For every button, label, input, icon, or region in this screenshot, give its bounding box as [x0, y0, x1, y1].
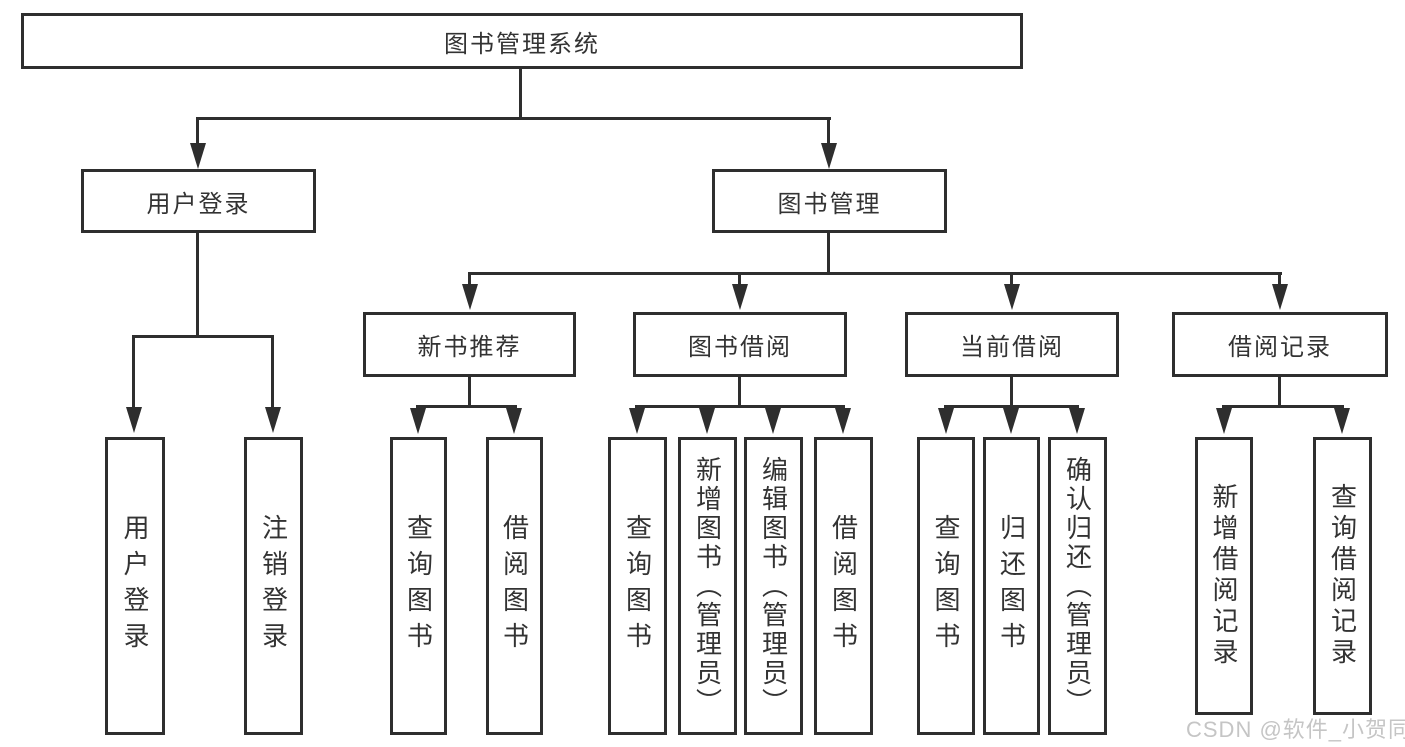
arrow-down-icon	[1216, 408, 1232, 434]
node-book-management-label: 图书管理	[777, 190, 882, 218]
node-book-management: 图书管理	[712, 169, 947, 233]
leaf-query-books-recommend: 查询图书	[390, 437, 447, 735]
arrow-down-icon	[1334, 408, 1350, 434]
connector-line	[196, 233, 199, 337]
leaf-return-books: 归还图书	[983, 437, 1040, 735]
arrow-down-icon	[410, 408, 426, 434]
node-new-book-recommend: 新书推荐	[363, 312, 576, 377]
node-library-system-label: 图书管理系统	[444, 30, 600, 58]
leaf-borrow-books: 借阅图书	[814, 437, 873, 735]
node-current-borrow: 当前借阅	[905, 312, 1119, 377]
connector-line	[468, 377, 471, 408]
connector-line	[271, 335, 274, 409]
connector-line	[132, 335, 135, 409]
connector-line	[519, 69, 522, 119]
connector-line	[1222, 405, 1344, 408]
connector-line	[196, 117, 199, 148]
arrow-down-icon	[190, 143, 206, 169]
csdn-watermark: CSDN @软件_小贺同学	[1186, 717, 1405, 742]
node-current-borrow-label: 当前借阅	[960, 334, 1064, 361]
leaf-logout: 注销登录	[244, 437, 303, 735]
arrow-down-icon	[1003, 408, 1019, 434]
leaf-borrow-books-recommend: 借阅图书	[486, 437, 543, 735]
connector-line	[132, 335, 274, 338]
connector-line	[1278, 272, 1281, 288]
arrow-down-icon	[1069, 408, 1085, 434]
connector-line	[827, 233, 830, 274]
node-book-borrow: 图书借阅	[633, 312, 847, 377]
connector-line	[944, 405, 1079, 408]
connector-line	[738, 377, 741, 408]
node-borrow-records: 借阅记录	[1172, 312, 1388, 377]
arrow-down-icon	[732, 284, 748, 310]
arrow-down-icon	[938, 408, 954, 434]
leaf-user-login: 用户登录	[105, 437, 165, 735]
arrow-down-icon	[699, 408, 715, 434]
leaf-edit-books-admin: 编辑图书（管理员）	[744, 437, 803, 735]
arrow-down-icon	[126, 407, 142, 433]
arrow-down-icon	[1004, 284, 1020, 310]
node-new-book-recommend-label: 新书推荐	[417, 334, 522, 361]
arrow-down-icon	[629, 408, 645, 434]
node-borrow-records-label: 借阅记录	[1228, 334, 1332, 361]
leaf-add-borrow-record: 新增借阅记录	[1195, 437, 1253, 715]
connector-line	[196, 117, 831, 120]
leaf-query-books-current: 查询图书	[917, 437, 975, 735]
node-book-borrow-label: 图书借阅	[688, 334, 792, 361]
connector-line	[635, 405, 845, 408]
node-user-login-label: 用户登录	[146, 190, 251, 218]
connector-line	[468, 272, 471, 288]
arrow-down-icon	[265, 407, 281, 433]
node-library-system: 图书管理系统	[21, 13, 1023, 69]
connector-line	[416, 405, 517, 408]
connector-line	[827, 117, 830, 148]
arrow-down-icon	[506, 408, 522, 434]
arrow-down-icon	[1272, 284, 1288, 310]
arrow-down-icon	[835, 408, 851, 434]
leaf-add-books-admin: 新增图书（管理员）	[678, 437, 737, 735]
connector-line	[738, 272, 741, 288]
arrow-down-icon	[462, 284, 478, 310]
leaf-query-borrow-record: 查询借阅记录	[1313, 437, 1372, 715]
connector-line	[468, 272, 1282, 275]
connector-line	[1010, 377, 1013, 408]
connector-line	[1010, 272, 1013, 288]
connector-line	[1278, 377, 1281, 408]
arrow-down-icon	[821, 143, 837, 169]
arrow-down-icon	[765, 408, 781, 434]
leaf-query-books-borrow: 查询图书	[608, 437, 667, 735]
node-user-login: 用户登录	[81, 169, 316, 233]
leaf-confirm-return-admin: 确认归还（管理员）	[1048, 437, 1107, 735]
